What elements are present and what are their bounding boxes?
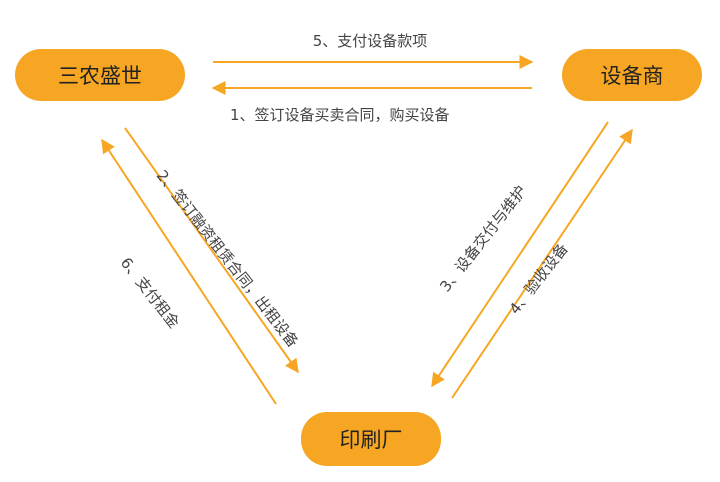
arrow-6-yinshua-to-sannong [101,138,277,405]
arrow-3-shebei-to-yinshua [431,121,609,388]
arrow-2-sannong-to-yinshua [124,127,299,374]
node-yinshua: 印刷厂 [301,412,441,466]
edge-label-5: 5、支付设备款项 [312,32,428,50]
edge-label-1: 1、签订设备买卖合同，购买设备 [230,106,450,124]
arrow-4-yinshua-to-shebei [451,128,633,399]
node-sannong: 三农盛世 [15,49,185,101]
node-shebei: 设备商 [562,49,702,101]
